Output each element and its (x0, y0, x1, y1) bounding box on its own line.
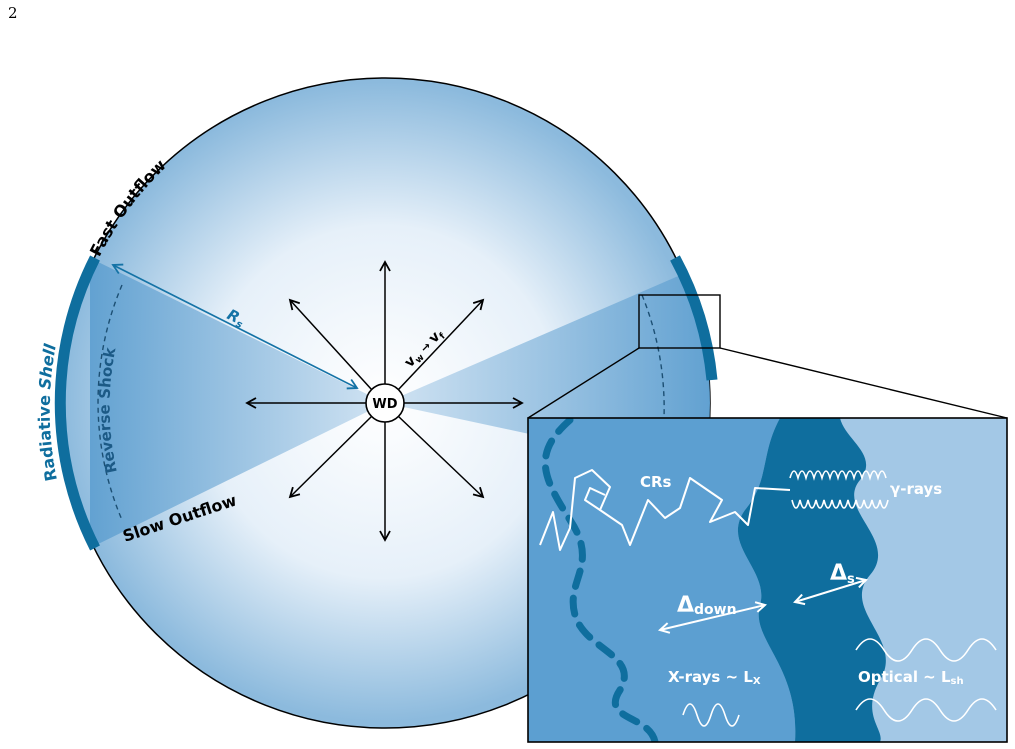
downstream-region (528, 418, 796, 742)
delta-s-label: Δs (830, 561, 855, 587)
radiative-shell-left (54, 255, 100, 551)
delta-s-arrow (795, 580, 866, 602)
cosmic-ray-loop (584, 487, 606, 511)
inset-border (527, 417, 1008, 743)
optical-wave-2 (855, 698, 997, 722)
radius-label: Rs (223, 305, 248, 331)
delta-down-label: Δdown (677, 593, 737, 618)
optical-wave-1 (855, 638, 997, 662)
gamma-rays-label: γ-rays (890, 480, 942, 498)
zoom-region (638, 294, 721, 349)
inset-panel: CRs γ-rays Δdown Δs X-rays ~ LX Optical … (528, 418, 1007, 742)
zoom-connector-left (527, 347, 640, 419)
shock-front-dashed (541, 418, 659, 742)
xrays-label: X-rays ~ LX (668, 668, 761, 687)
radius-arrow (111, 263, 359, 390)
gamma-ray-wave-1 (789, 470, 887, 481)
white-dwarf-label: WD (372, 397, 397, 412)
cosmic-ray-path (539, 469, 791, 551)
delta-down-arrow (660, 605, 765, 630)
reverse-shock-right (641, 294, 665, 419)
gamma-ray-wave-2 (791, 499, 889, 509)
zoom-connector-right (719, 347, 1008, 419)
page-number: 2 (8, 4, 18, 22)
radiative-shell-right (670, 255, 718, 381)
crs-label: CRs (640, 473, 672, 491)
xray-wave (682, 703, 740, 727)
white-dwarf (365, 383, 405, 423)
optical-label: Optical ~ Lsh (858, 668, 964, 687)
